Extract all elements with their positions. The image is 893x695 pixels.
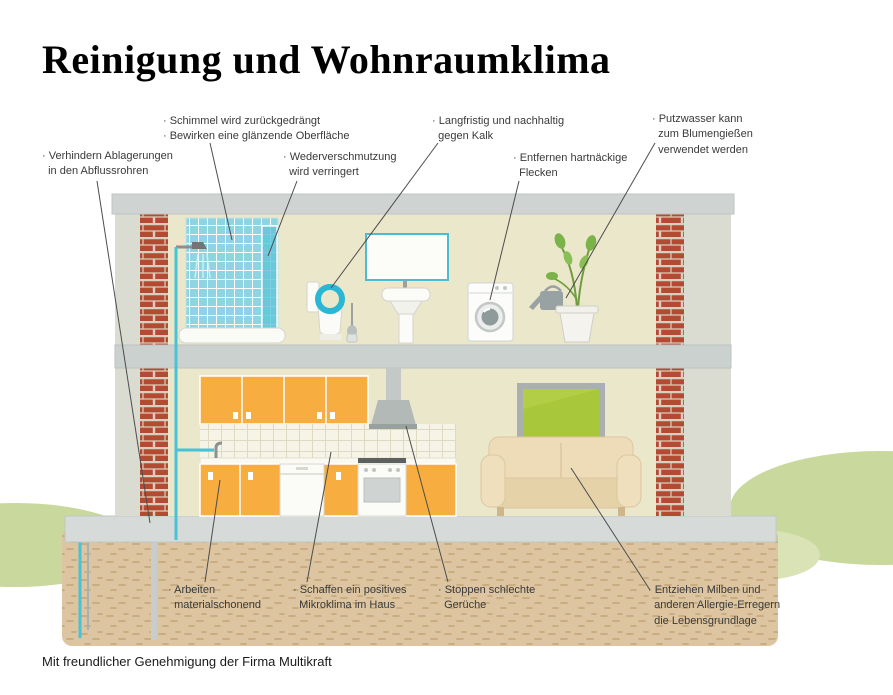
tv — [517, 383, 605, 443]
kitchen-upper-cabinets — [199, 375, 369, 425]
oven — [357, 458, 407, 517]
annotation-drains: · Verhindern Ablagerungen in den Abfluss… — [42, 150, 173, 178]
annotation-limescale: · Langfristig und nachhaltig gegen Kalk — [432, 115, 565, 143]
washing-machine — [467, 282, 514, 342]
leader-line-resoiling — [267, 180, 298, 257]
leader-line-material — [204, 479, 221, 583]
annotation-material: · Arbeiten materialschonend — [168, 584, 261, 612]
leader-line-mites — [570, 467, 651, 591]
toilet-brush — [346, 303, 358, 343]
annotation-microclimate: · Schaffen ein positives Mikroklima im H… — [293, 584, 407, 612]
leader-line-odors — [405, 425, 449, 583]
page-title: Reinigung und Wohnraumklima — [42, 37, 611, 82]
kitchen-counter-cabinets — [199, 457, 457, 517]
leader-line-plant-water — [565, 142, 656, 299]
range-hood — [369, 368, 417, 429]
annotation-odors: · Stoppen schlechte Gerüche — [438, 584, 536, 612]
annotation-stains: · Entfernen hartnäckige Flecken — [513, 152, 628, 180]
shower — [176, 217, 286, 344]
mirror — [365, 233, 449, 281]
leader-line-stains — [489, 180, 520, 301]
potted-plant — [546, 233, 599, 343]
watering-can — [529, 285, 563, 310]
kitchen-faucet — [214, 441, 223, 458]
leader-line-microclimate — [306, 451, 332, 583]
toilet — [306, 281, 345, 340]
mid-floor-slab — [114, 344, 732, 369]
dishwasher — [279, 463, 325, 517]
kitchen-backsplash — [200, 424, 456, 458]
leader-lines — [96, 142, 656, 591]
annotation-mold: · Schimmel wird zurückgedrängt · Bewirke… — [163, 115, 350, 143]
water-pipes — [174, 247, 223, 540]
foundation — [64, 515, 777, 543]
roof-slab — [111, 193, 735, 215]
leader-line-mold — [209, 142, 233, 241]
underground-pipes — [78, 540, 157, 640]
annotation-resoiling: · Wederverschmutzung wird verringert — [283, 151, 397, 179]
annotation-plant-water: · Putzwasser kann zum Blumengießen verwe… — [652, 113, 753, 156]
sink — [381, 280, 431, 344]
credit-line: Mit freundlicher Genehmigung der Firma M… — [42, 654, 332, 669]
soil — [62, 528, 778, 646]
leader-line-limescale — [330, 142, 439, 289]
leader-line-drains — [96, 180, 151, 524]
annotation-mites: · Entziehen Milben und anderen Allergie-… — [648, 584, 781, 627]
shower-head — [192, 242, 207, 249]
sofa — [480, 436, 642, 516]
